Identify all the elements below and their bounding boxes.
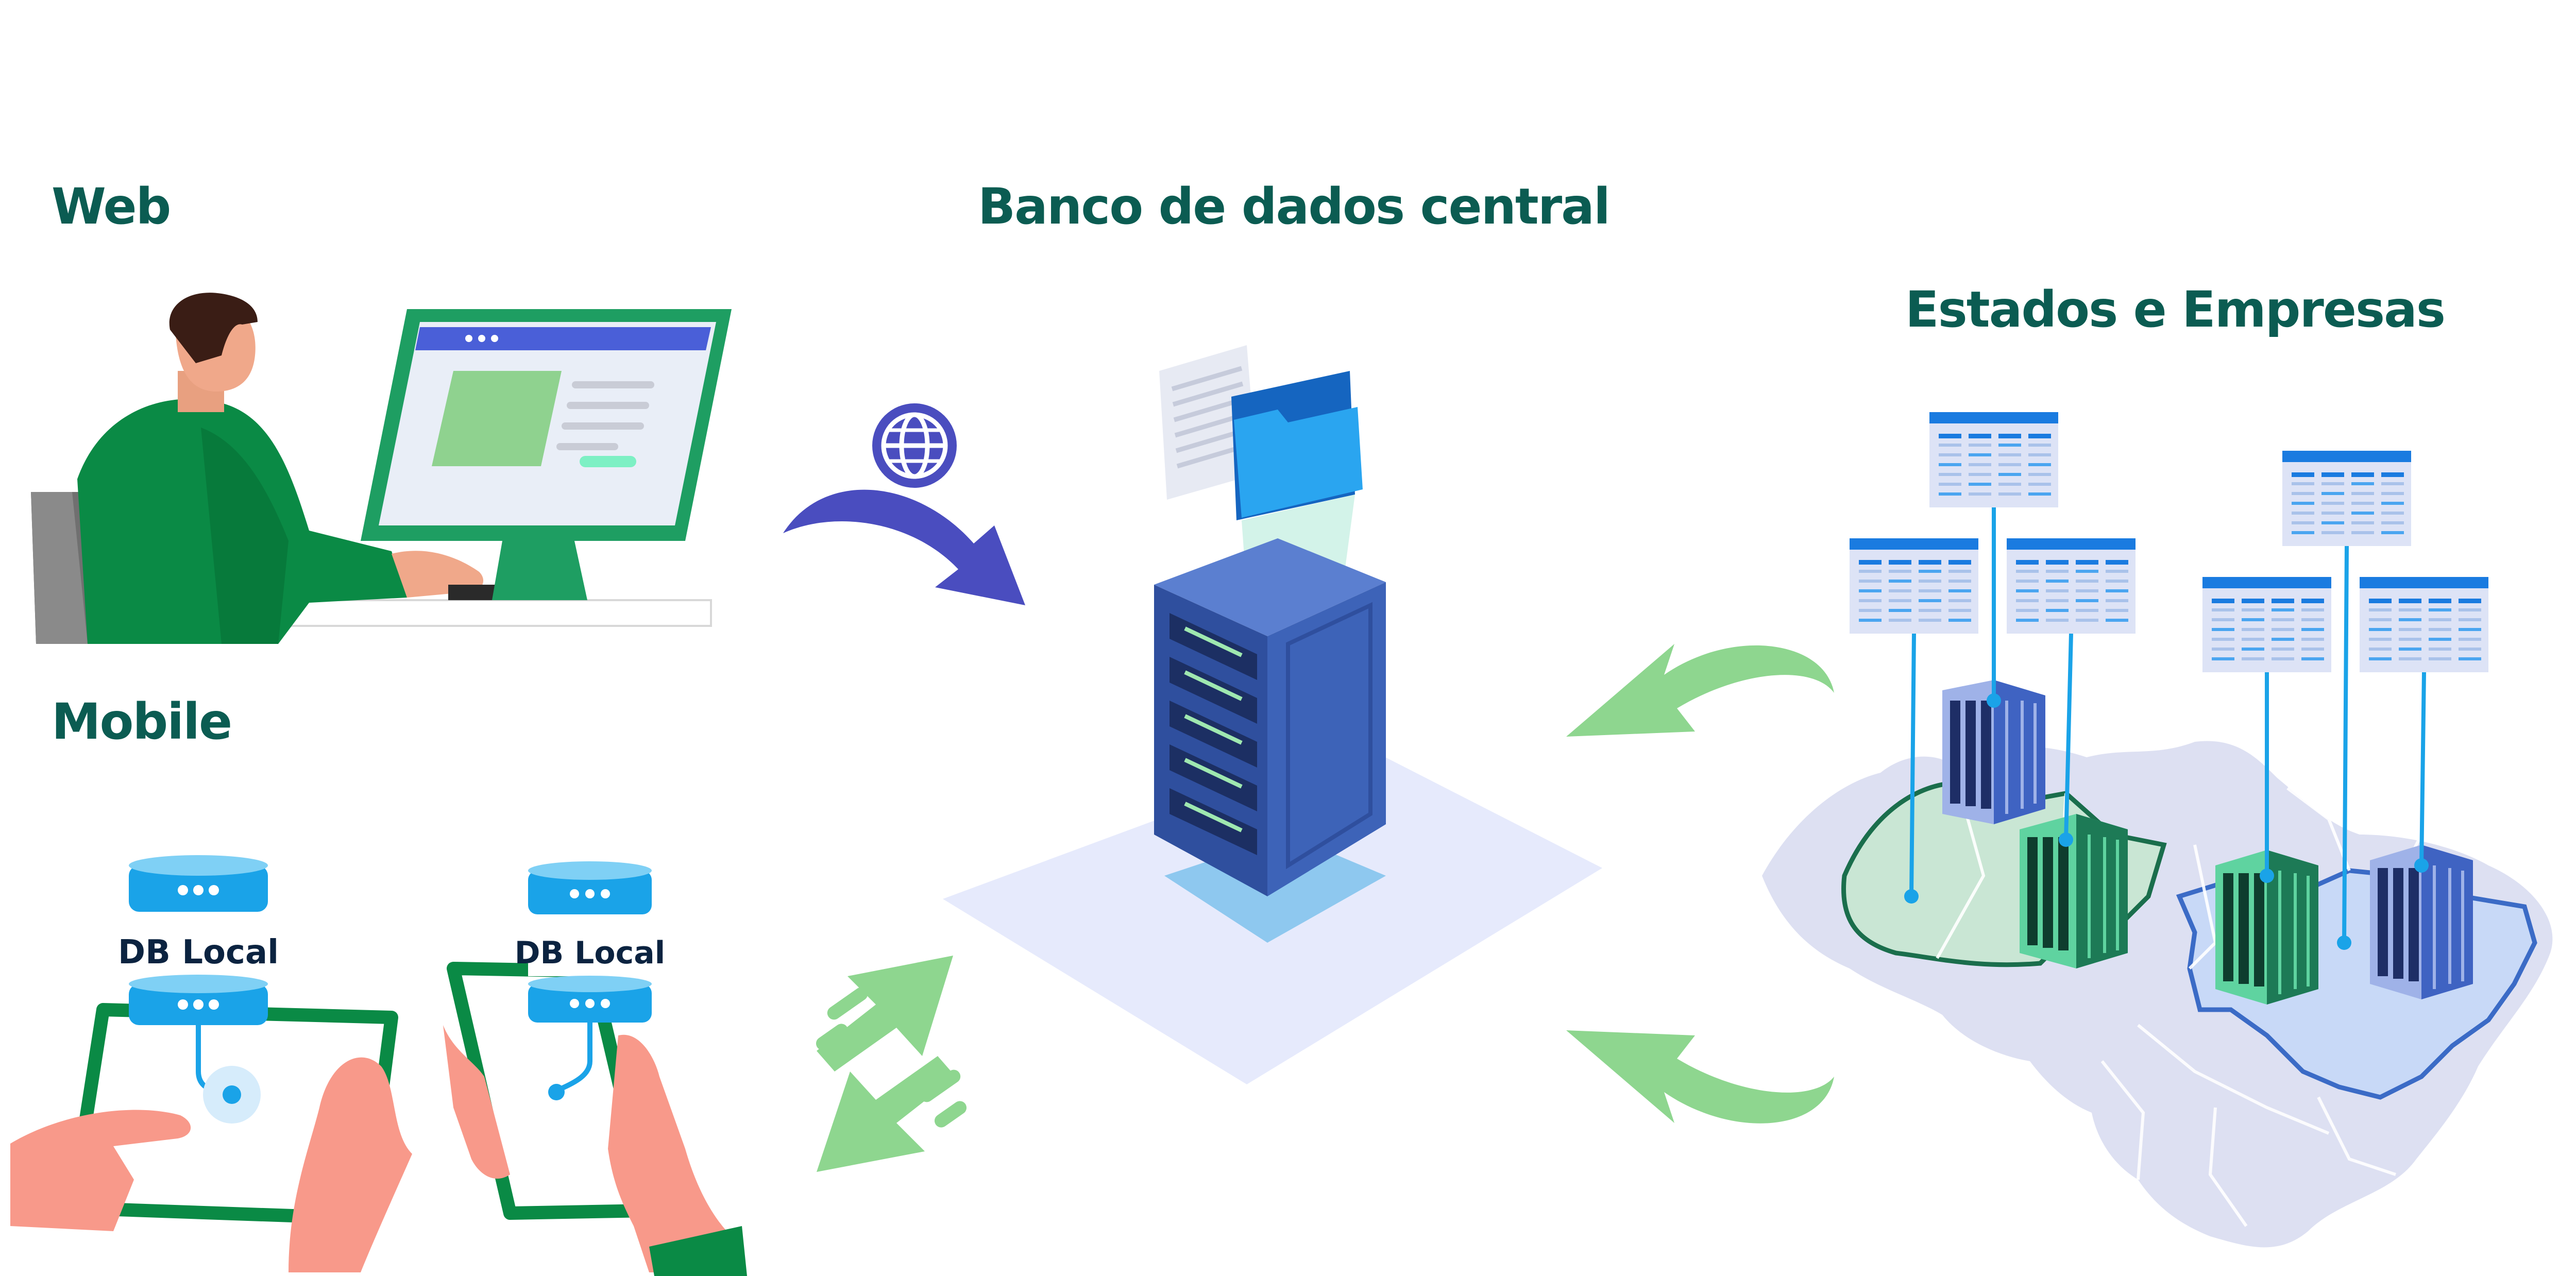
data-table-card: [1929, 412, 2058, 708]
folder-icon: [1231, 371, 1363, 520]
data-table-card: [2360, 577, 2488, 873]
building-left-blue: [1942, 680, 2045, 824]
mobile-heading: Mobile: [52, 693, 232, 751]
right-hand: [289, 1057, 412, 1272]
tablet-illustration: DB Local: [10, 855, 412, 1272]
sync-arrows: [816, 956, 967, 1172]
building-left-green: [2020, 814, 2128, 968]
state-data-cards: [1850, 412, 2488, 950]
tablet-db-local-label: DB Local: [118, 933, 279, 972]
phone-local-db-icon: DB Local: [515, 861, 666, 1100]
globe-icon: [872, 403, 957, 488]
web-to-central-arrow: [783, 489, 1025, 605]
web-user-illustration: [31, 293, 732, 644]
data-table-card: [2202, 577, 2331, 883]
central-database-heading: Banco de dados central: [978, 178, 1611, 235]
person-hair: [169, 293, 258, 363]
states-companies-heading: Estados e Empresas: [1905, 281, 2446, 338]
phone-db-local-label: DB Local: [515, 935, 666, 971]
data-table-card: [1850, 538, 1978, 904]
tablet-local-db-icon: DB Local: [118, 855, 279, 1124]
building-right-blue: [2370, 845, 2473, 999]
phone-illustration: DB Local: [443, 861, 747, 1276]
left-hand: [10, 1110, 191, 1231]
data-table-card: [2007, 538, 2136, 847]
web-heading: Web: [52, 178, 171, 235]
building-right-green: [2215, 850, 2318, 1005]
sleeve: [649, 1226, 747, 1276]
server-units: [1170, 613, 1257, 855]
states-to-central-arrow-bottom: [1566, 1030, 1834, 1124]
states-to-central-arrow-top: [1566, 644, 1834, 737]
central-database-server: [943, 345, 1602, 1084]
data-table-card: [2282, 451, 2411, 950]
